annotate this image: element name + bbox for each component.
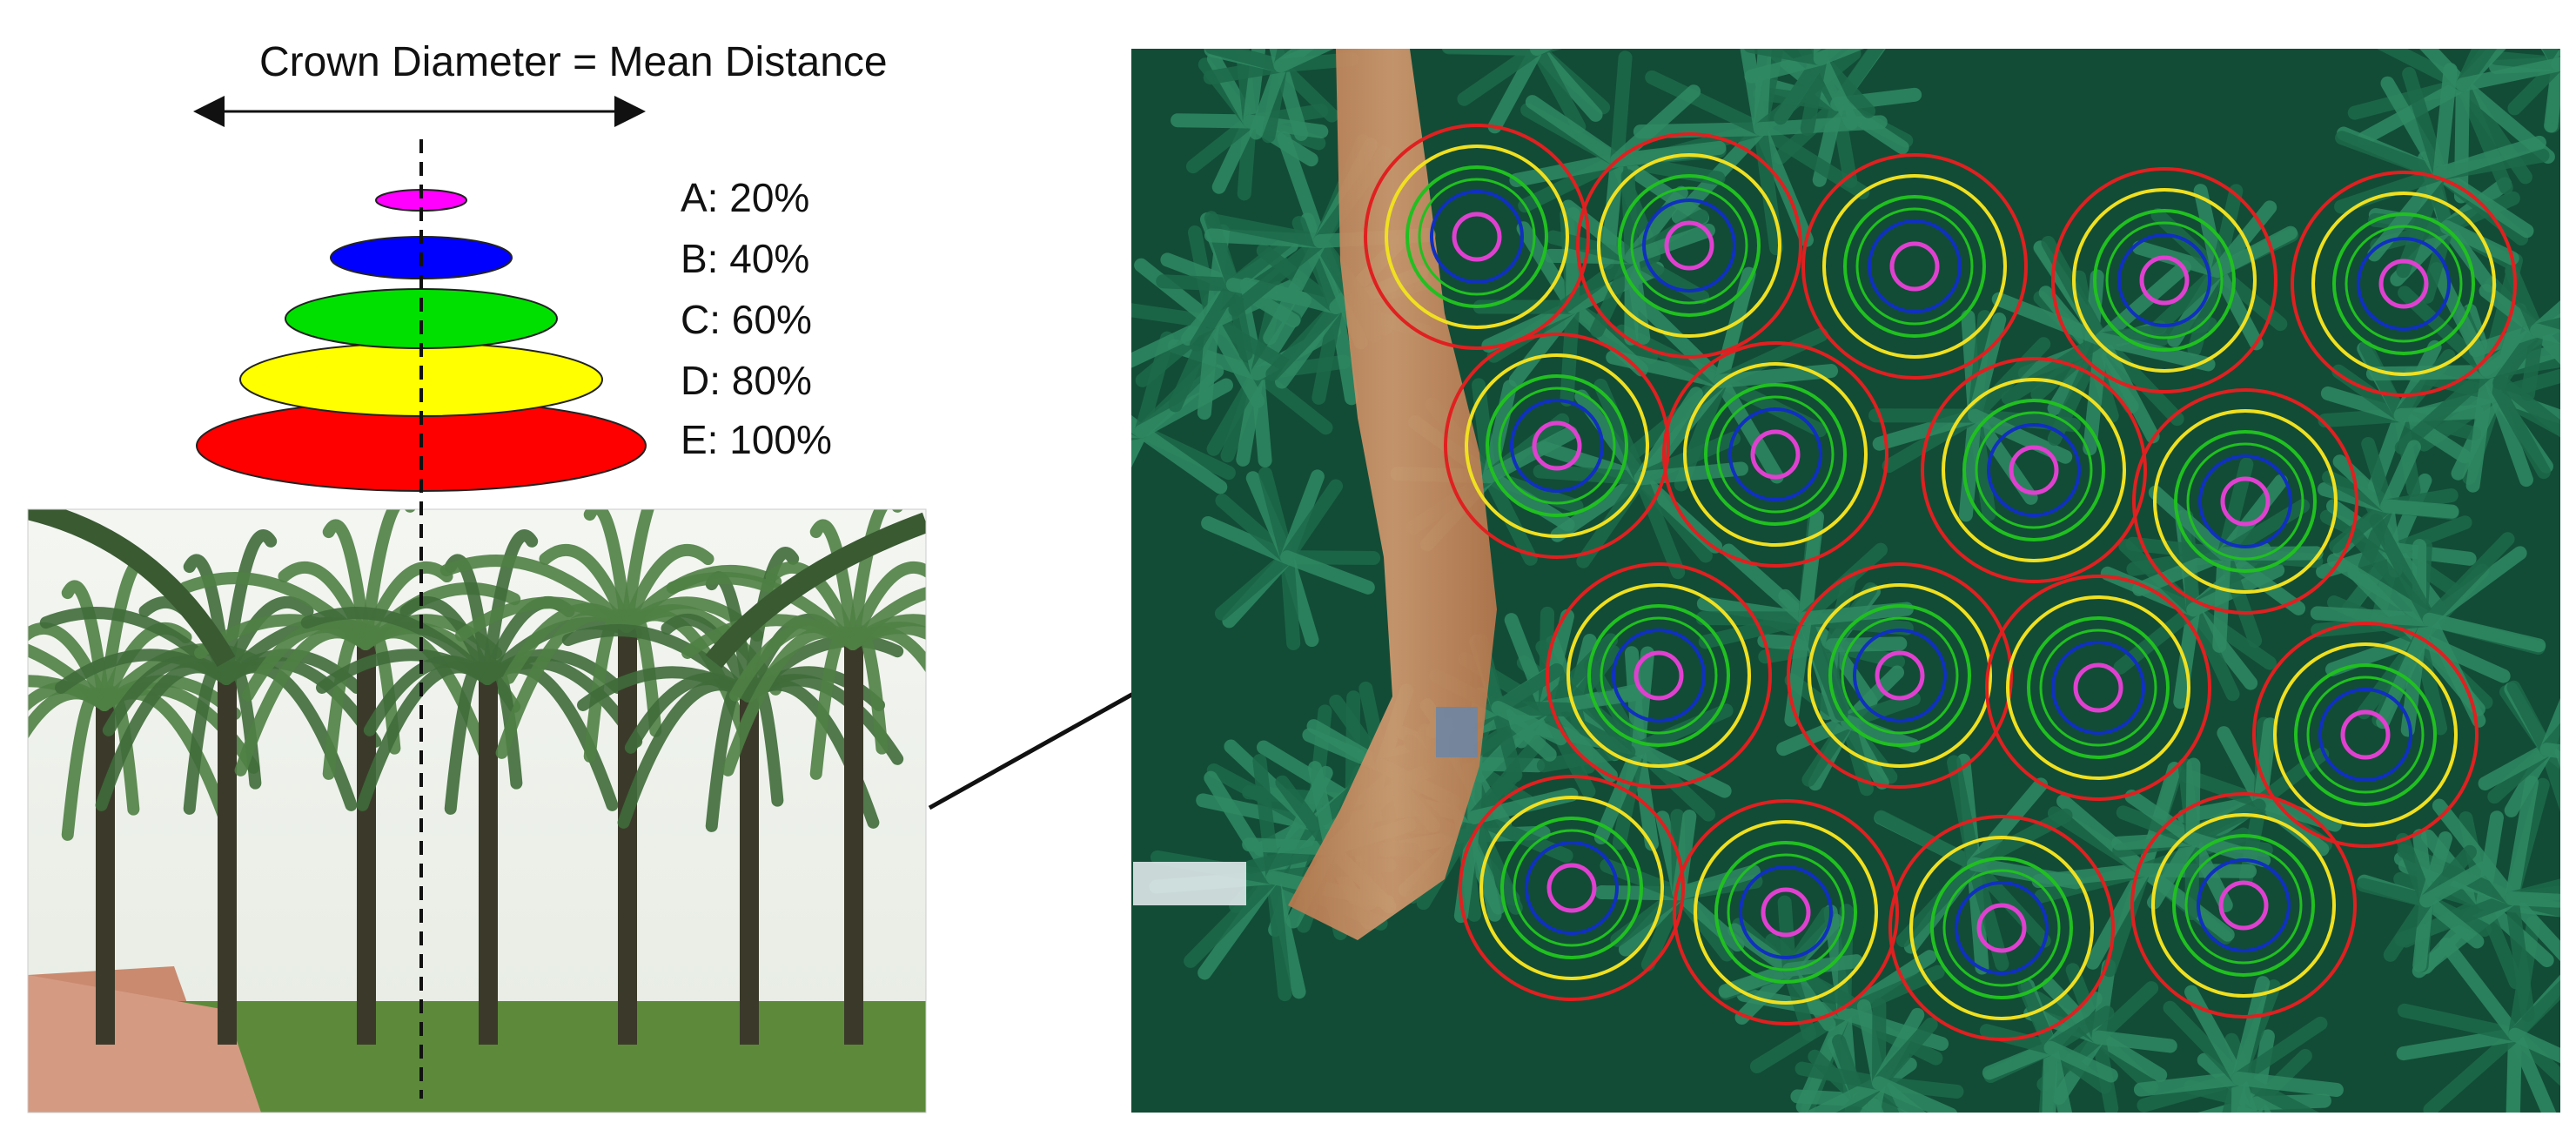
legend-e: E: 100% [681, 416, 832, 463]
legend-b: B: 40% [681, 235, 809, 282]
legend-d: D: 80% [681, 357, 812, 404]
legend-c: C: 60% [681, 296, 812, 343]
aerial-image [1045, 0, 2576, 1139]
diagram-title: Crown Diameter = Mean Distance [259, 38, 888, 86]
palm-plantation-photo [0, 483, 1002, 1114]
legend-a: A: 20% [681, 174, 809, 221]
